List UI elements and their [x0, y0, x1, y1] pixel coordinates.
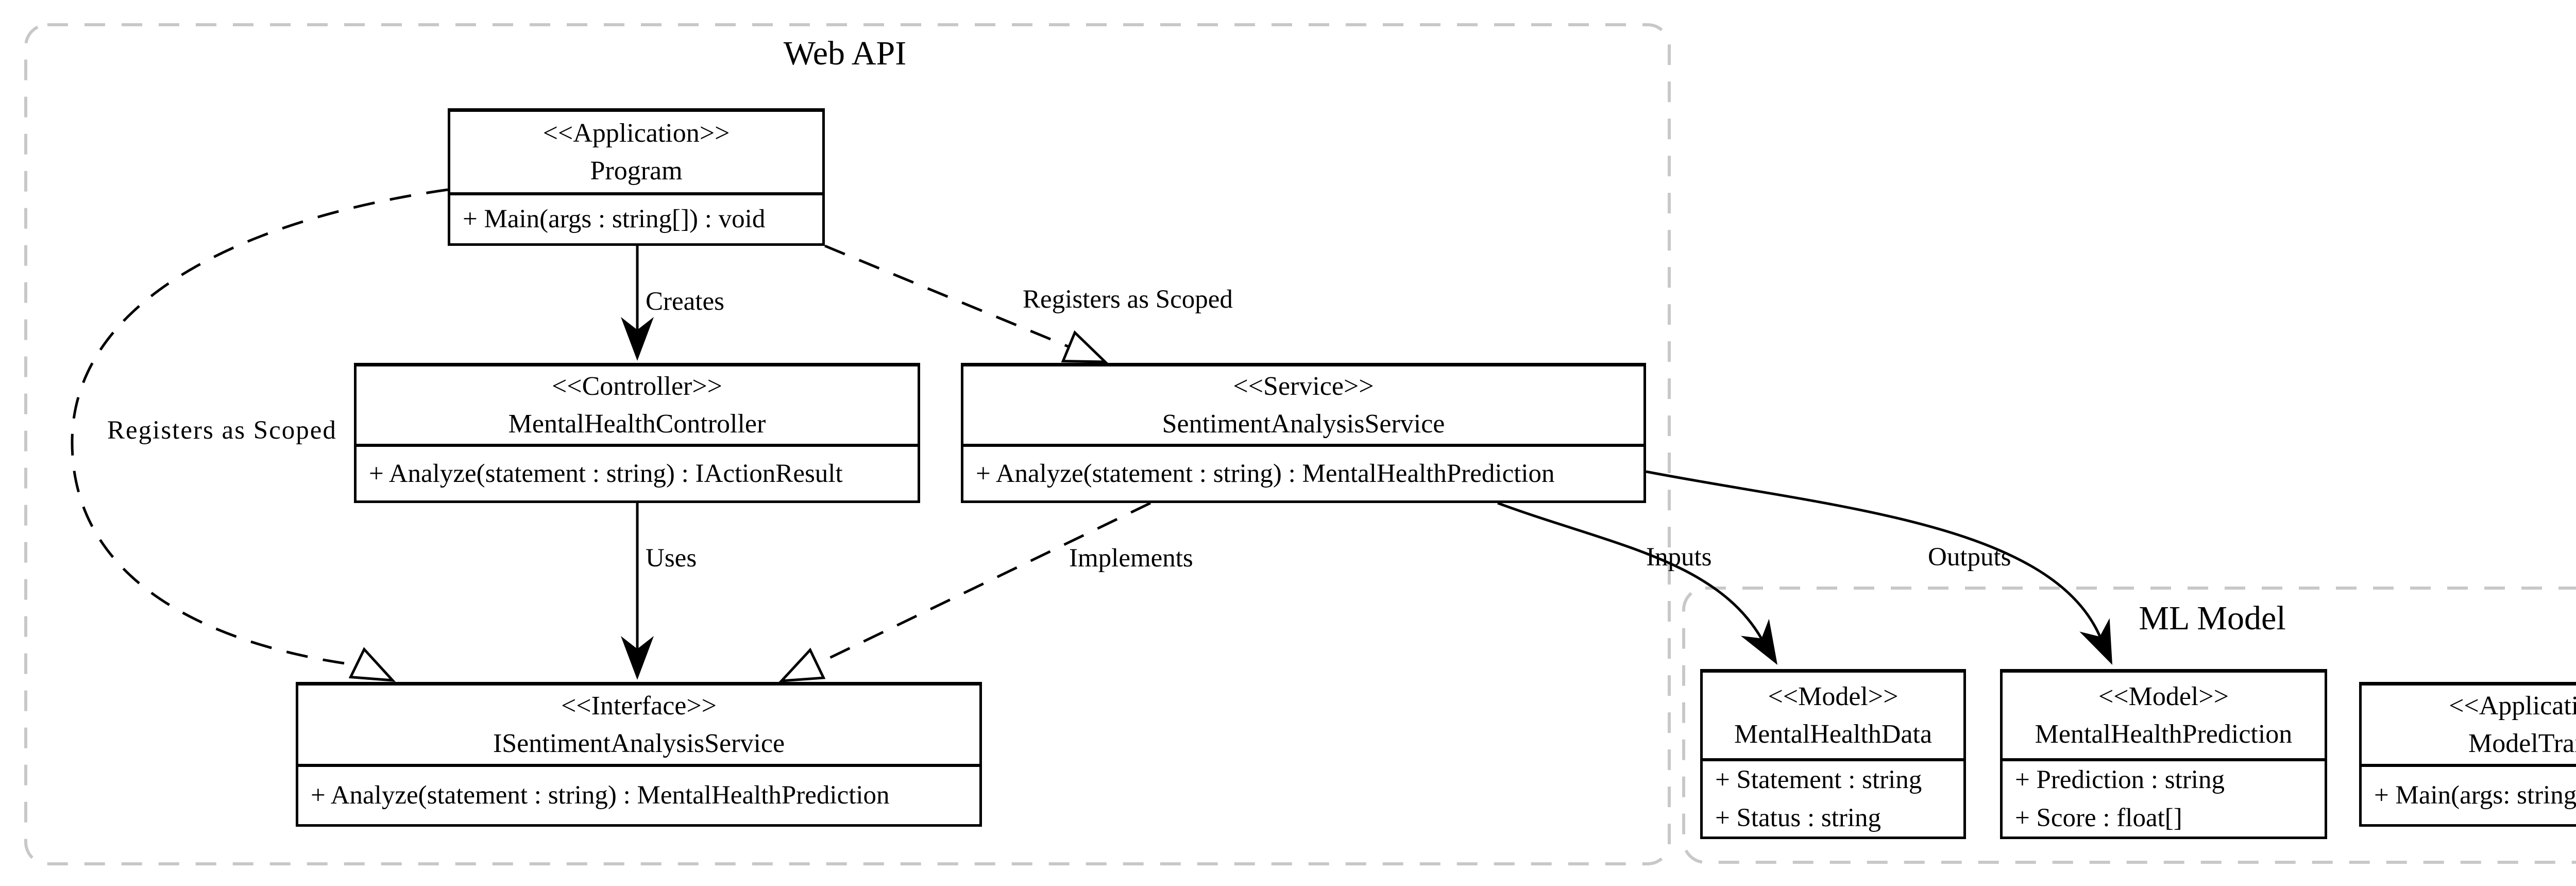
class-sentiment-analysis-service: <<Service>> SentimentAnalysisService + A… — [961, 363, 1646, 503]
web-api-boundary — [24, 23, 1671, 865]
edge-inputs — [1497, 501, 1777, 665]
class-mental-health-controller-members: + Analyze(statement : string) : IActionR… — [357, 447, 918, 500]
class-mental-health-controller: <<Controller>> MentalHealthController + … — [354, 363, 920, 503]
class-model-trainer: <<Application>> ModelTrainer + Main(args… — [2359, 682, 2576, 827]
class-mental-health-prediction-header: <<Model>> MentalHealthPrediction — [2003, 673, 2325, 761]
class-member: + Main(args: string[]) : void — [2374, 781, 2576, 810]
uses-arrowhead — [621, 636, 654, 680]
class-model-trainer-header: <<Application>> ModelTrainer — [2362, 686, 2576, 767]
class-member: + Status : string — [1715, 804, 1882, 832]
class-program-members: + Main(args : string[]) : void — [450, 195, 822, 243]
edge-label-registers-service: Registers as Scoped — [1023, 285, 1233, 314]
class-sentiment-analysis-service-name: SentimentAnalysisService — [1162, 409, 1445, 439]
class-mental-health-controller-header: <<Controller>> MentalHealthController — [357, 366, 918, 447]
class-model-trainer-name: ModelTrainer — [2468, 729, 2576, 758]
class-mental-health-prediction-stereotype: <<Model>> — [2098, 681, 2229, 711]
edge-label-outputs: Outputs — [1928, 543, 2011, 572]
class-mental-health-data-name: MentalHealthData — [1734, 720, 1933, 749]
class-sentiment-analysis-service-stereotype: <<Service>> — [1233, 371, 1374, 401]
class-mental-health-data-header: <<Model>> MentalHealthData — [1703, 673, 1963, 761]
registers-service-arrowhead — [1061, 330, 1109, 363]
edge-registers-service — [824, 244, 1109, 363]
class-member: + Analyze(statement : string) : MentalHe… — [311, 781, 890, 810]
ml-model-boundary — [1682, 587, 2576, 864]
class-program-header: <<Application>> Program — [450, 112, 822, 195]
class-member: + Prediction : string — [2015, 765, 2225, 794]
ml-model-boundary-title: ML Model — [2139, 599, 2286, 637]
class-mental-health-data-members: + Statement : string + Status : string — [1703, 761, 1963, 837]
class-member: + Statement : string — [1715, 765, 1922, 794]
class-mental-health-prediction: <<Model>> MentalHealthPrediction + Predi… — [2000, 669, 2327, 839]
outputs-arrowhead — [2079, 618, 2112, 665]
class-program-stereotype: <<Application>> — [543, 118, 730, 148]
edge-uses — [621, 503, 654, 680]
class-isentiment-analysis-service-stereotype: <<Interface>> — [561, 691, 717, 721]
class-model-trainer-members: + Main(args: string[]) : void — [2362, 767, 2576, 824]
edge-label-creates: Creates — [646, 287, 724, 316]
implements-arrowhead — [778, 647, 826, 682]
edge-label-inputs: Inputs — [1646, 543, 1712, 572]
class-member: + Analyze(statement : string) : IActionR… — [369, 459, 843, 488]
inputs-arrowhead — [1740, 618, 1777, 665]
class-sentiment-analysis-service-header: <<Service>> SentimentAnalysisService — [963, 366, 1643, 447]
edge-label-registers-interface: Registers as Scoped — [107, 416, 337, 445]
class-mental-health-data: <<Model>> MentalHealthData + Statement :… — [1700, 669, 1966, 839]
class-member: + Score : float[] — [2015, 804, 2182, 832]
class-isentiment-analysis-service-header: <<Interface>> ISentimentAnalysisService — [298, 686, 979, 767]
class-model-trainer-stereotype: <<Application>> — [2449, 691, 2576, 721]
class-program: <<Application>> Program + Main(args : st… — [448, 108, 825, 246]
registers-interface-arrowhead — [348, 647, 396, 682]
class-mental-health-prediction-members: + Prediction : string + Score : float[] — [2003, 761, 2325, 837]
edge-outputs — [1646, 470, 2112, 665]
class-mental-health-prediction-name: MentalHealthPrediction — [2035, 720, 2293, 749]
class-isentiment-analysis-service-members: + Analyze(statement : string) : MentalHe… — [298, 767, 979, 824]
edge-registers-interface — [71, 188, 448, 682]
class-isentiment-analysis-service-name: ISentimentAnalysisService — [493, 729, 785, 758]
class-member: + Analyze(statement : string) : MentalHe… — [976, 459, 1555, 488]
edge-label-implements: Implements — [1069, 544, 1193, 573]
class-mental-health-controller-name: MentalHealthController — [508, 409, 766, 439]
edge-label-uses: Uses — [646, 544, 697, 573]
class-isentiment-analysis-service: <<Interface>> ISentimentAnalysisService … — [296, 682, 982, 827]
edge-creates — [621, 246, 654, 361]
class-sentiment-analysis-service-members: + Analyze(statement : string) : MentalHe… — [963, 447, 1643, 500]
edge-implements — [778, 501, 1151, 682]
class-mental-health-controller-stereotype: <<Controller>> — [551, 371, 723, 401]
class-member: + Main(args : string[]) : void — [463, 205, 766, 234]
web-api-boundary-title: Web API — [783, 35, 907, 72]
class-program-name: Program — [590, 156, 683, 186]
class-mental-health-data-stereotype: <<Model>> — [1768, 681, 1899, 711]
creates-arrowhead — [621, 317, 654, 361]
